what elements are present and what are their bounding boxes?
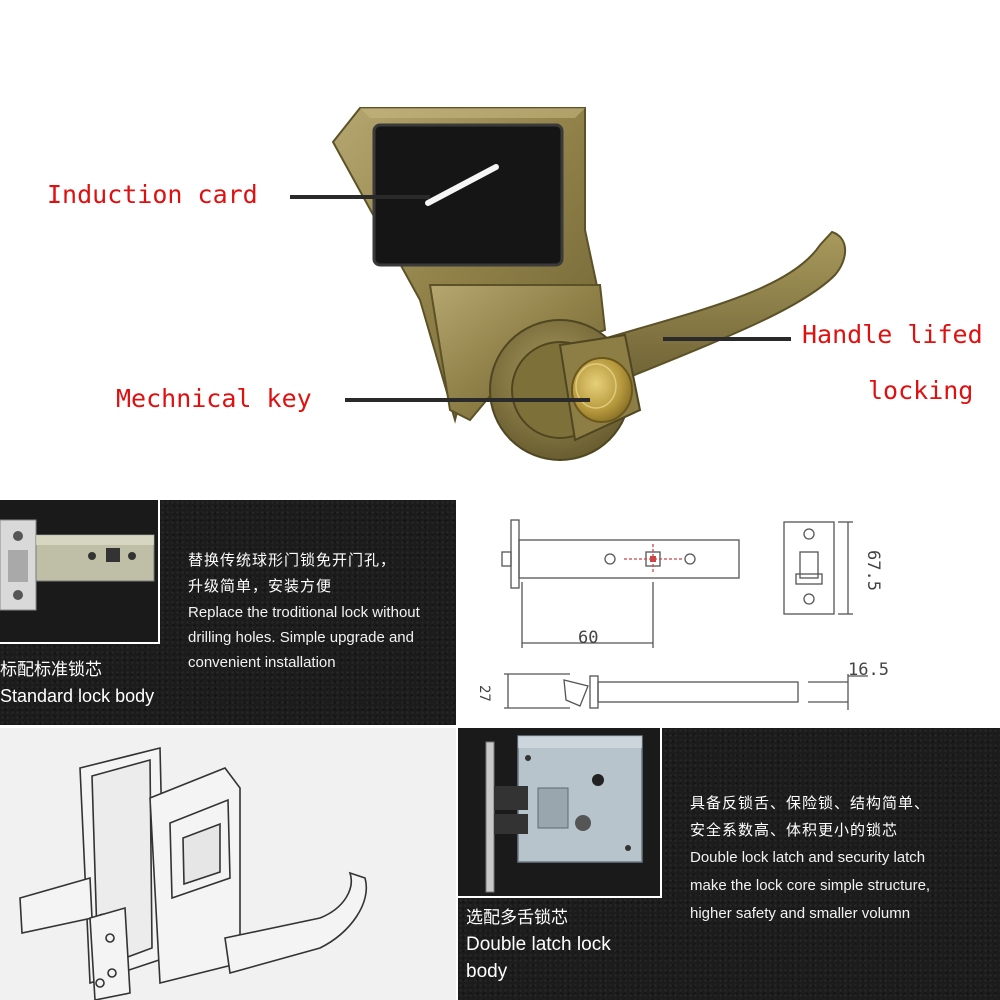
dimension-drawing-panel: 60 67.5 16.5 27 xyxy=(458,500,1000,725)
double-latch-caption-cn: 选配多舌锁芯 xyxy=(466,908,568,927)
dimension-27-label: 27 xyxy=(476,685,492,702)
standard-body-caption-en: Standard lock body xyxy=(0,686,155,706)
product-photo-section: Induction card Handle lifed locking Mech… xyxy=(0,0,1000,495)
double-desc-en-3: higher safety and smaller volumn xyxy=(690,905,911,922)
tubular-latch-illustration xyxy=(0,519,155,611)
handle-lifted-label: Handle lifed xyxy=(802,320,983,349)
dimension-67-5-label: 67.5 xyxy=(863,550,883,591)
double-latch-caption-en-1: Double latch lock xyxy=(466,934,611,955)
standard-desc-en-3: convenient installation xyxy=(188,654,336,671)
standard-body-description: 替换传统球形门锁免开门孔， 升级简单，安装方便 Replace the trod… xyxy=(188,548,420,675)
bronze-door-lock-illustration xyxy=(331,107,847,461)
handle-leader-line xyxy=(663,337,791,341)
standard-desc-en-2: drilling holes. Simple upgrade and xyxy=(188,629,414,646)
double-desc-cn-1: 具备反锁舌、保险锁、结构简单、 xyxy=(690,795,931,812)
standard-desc-cn-1: 替换传统球形门锁免开门孔， xyxy=(188,552,397,569)
exploded-view-panel xyxy=(0,728,458,1000)
vertical-divider xyxy=(456,500,458,1000)
induction-card-label: Induction card xyxy=(47,180,258,209)
standard-body-caption-cn: 标配标准锁芯 xyxy=(0,660,102,679)
double-latch-lock-panel: 选配多舌锁芯 Double latch lock body 具备反锁舌、保险锁、… xyxy=(458,728,1000,1000)
latch-photo-box xyxy=(0,500,160,644)
standard-lock-body-panel: 标配标准锁芯 Standard lock body 替换传统球形门锁免开门孔， … xyxy=(0,500,458,725)
double-latch-description: 具备反锁舌、保险锁、结构简单、 安全系数高、体积更小的锁芯 Double loc… xyxy=(690,790,930,928)
dimension-16-5-label: 16.5 xyxy=(848,660,889,680)
horizontal-divider xyxy=(0,725,1000,728)
double-desc-cn-2: 安全系数高、体积更小的锁芯 xyxy=(690,822,899,839)
dimension-60-label: 60 xyxy=(578,628,599,648)
mortise-photo-box xyxy=(458,728,662,898)
double-desc-en-1: Double lock latch and security latch xyxy=(690,849,926,866)
induction-card-leader-line xyxy=(290,195,430,199)
mechanical-key-label: Mechnical key xyxy=(116,384,312,413)
mortise-lock-body-illustration xyxy=(485,735,643,893)
standard-desc-en-1: Replace the troditional lock without xyxy=(188,604,420,621)
mechanical-key-leader-line xyxy=(345,398,590,402)
latch-dimension-diagram xyxy=(501,519,868,710)
standard-desc-cn-2: 升级简单，安装方便 xyxy=(188,578,333,595)
double-desc-en-2: make the lock core simple structure, xyxy=(690,877,931,894)
double-latch-caption-en-2: body xyxy=(466,961,508,982)
lock-exploded-line-drawing xyxy=(19,746,368,1000)
handle-locking-label: locking xyxy=(868,376,974,405)
